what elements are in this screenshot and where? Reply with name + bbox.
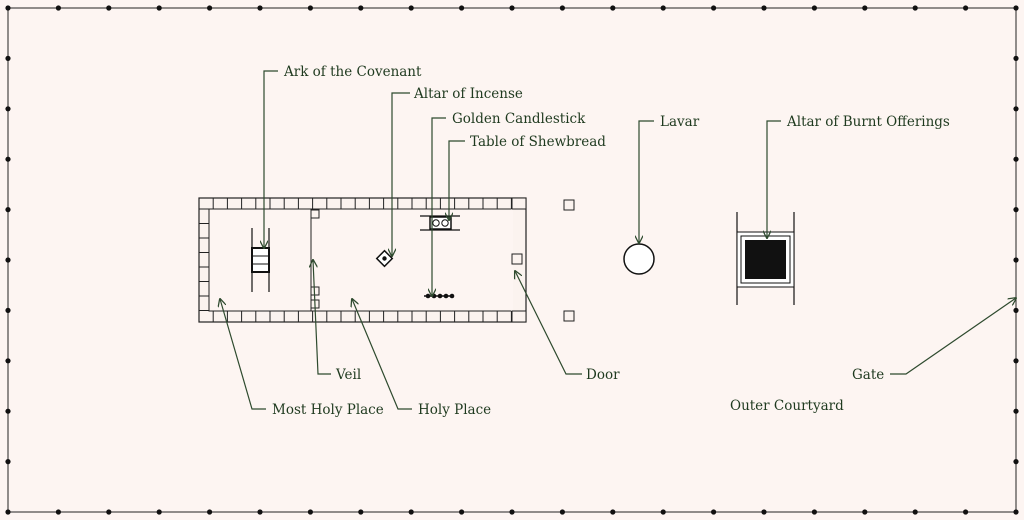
label-altar-of-burnt-offerings: Altar of Burnt Offerings [786, 114, 950, 130]
courtyard-post [5, 408, 11, 414]
courtyard-post [862, 509, 868, 515]
courtyard-post [761, 509, 767, 515]
courtyard-post [912, 509, 918, 515]
courtyard-post [1013, 207, 1019, 213]
courtyard-post [660, 5, 666, 11]
label-veil: Veil [335, 367, 361, 383]
courtyard-post [5, 358, 11, 364]
courtyard-post [358, 5, 364, 11]
courtyard-post [459, 509, 465, 515]
courtyard-post [862, 5, 868, 11]
courtyard-post [5, 207, 11, 213]
courtyard-post [1013, 509, 1019, 515]
courtyard-post [257, 5, 263, 11]
courtyard-post [963, 509, 969, 515]
courtyard-post [509, 5, 515, 11]
courtyard-post [1013, 459, 1019, 465]
courtyard-post [509, 509, 515, 515]
ark-of-the-covenant [251, 228, 270, 292]
courtyard-posts [5, 5, 1019, 515]
courtyard-post [106, 5, 112, 11]
courtyard-post [5, 5, 11, 11]
courtyard-post [1013, 257, 1019, 263]
courtyard-post [610, 5, 616, 11]
courtyard-post [1013, 5, 1019, 11]
courtyard-post [207, 509, 213, 515]
courtyard-post [559, 5, 566, 11]
label-ark-of-the-covenant: Ark of the Covenant [283, 64, 422, 80]
courtyard-post [5, 459, 11, 465]
courtyard-post [5, 307, 11, 313]
courtyard-post [711, 509, 717, 515]
label-table-of-shewbread: Table of Shewbread [470, 134, 606, 150]
courtyard-post [610, 509, 616, 515]
label-lavar: Lavar [660, 114, 700, 130]
courtyard-post [761, 5, 767, 11]
label-gate: Gate [852, 367, 884, 383]
courtyard-post [912, 5, 918, 11]
altar-of-burnt-offerings [736, 212, 795, 305]
courtyard-post [811, 509, 818, 515]
courtyard-post [711, 5, 717, 11]
courtyard-post [5, 55, 11, 62]
courtyard-post [5, 257, 11, 263]
courtyard-post [559, 509, 566, 515]
courtyard-post [1013, 55, 1019, 62]
label-golden-candlestick: Golden Candlestick [452, 111, 586, 127]
courtyard-post [358, 509, 364, 515]
courtyard-post [156, 5, 162, 11]
entry-post [563, 310, 575, 322]
door-post [511, 253, 523, 265]
courtyard-post [5, 106, 11, 112]
courtyard-post [660, 509, 666, 515]
label-outer-courtyard: Outer Courtyard [730, 398, 844, 414]
courtyard-post [1013, 156, 1019, 162]
courtyard-post [811, 5, 818, 11]
courtyard-post [5, 156, 11, 162]
courtyard-post [1013, 307, 1019, 313]
courtyard-post [307, 509, 313, 515]
courtyard-post [307, 5, 313, 11]
label-door: Door [586, 367, 620, 383]
courtyard-post [1013, 106, 1019, 112]
courtyard-post [257, 509, 263, 515]
leader-lines [220, 70, 1016, 410]
lavar-basin [623, 243, 655, 275]
entry-post [563, 199, 575, 211]
courtyard-post [459, 5, 465, 11]
courtyard-post [1013, 358, 1019, 364]
courtyard-post [207, 5, 213, 11]
courtyard-post [55, 509, 62, 515]
courtyard-post [963, 5, 969, 11]
courtyard-post [106, 509, 112, 515]
tabernacle-structure [198, 197, 527, 323]
courtyard-post [408, 509, 414, 515]
courtyard-post [55, 5, 62, 11]
label-altar-of-incense: Altar of Incense [413, 86, 523, 102]
courtyard-post [408, 5, 414, 11]
courtyard-post [156, 509, 162, 515]
label-holy-place: Holy Place [418, 402, 491, 418]
courtyard-post [5, 509, 11, 515]
label-most-holy-place: Most Holy Place [272, 402, 384, 418]
courtyard-post [1013, 408, 1019, 414]
